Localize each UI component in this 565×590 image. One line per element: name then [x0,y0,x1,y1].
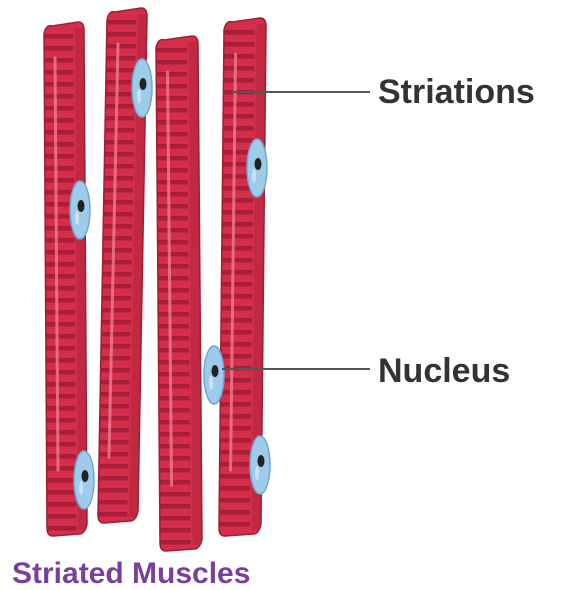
striations-label: Striations [378,73,535,111]
nucleus [70,181,90,239]
nucleus [247,139,267,197]
diagram-caption: Striated Muscles [12,557,250,590]
nucleus [204,346,224,404]
fiber-2 [96,8,152,523]
muscle-fibers [42,8,270,551]
fiber-1 [42,22,94,536]
nucleus [132,59,152,117]
nucleus-label: Nucleus [378,352,510,390]
fiber-4 [204,18,270,536]
nucleus [250,436,270,494]
nucleus [74,451,94,509]
fiber-3 [154,36,204,551]
